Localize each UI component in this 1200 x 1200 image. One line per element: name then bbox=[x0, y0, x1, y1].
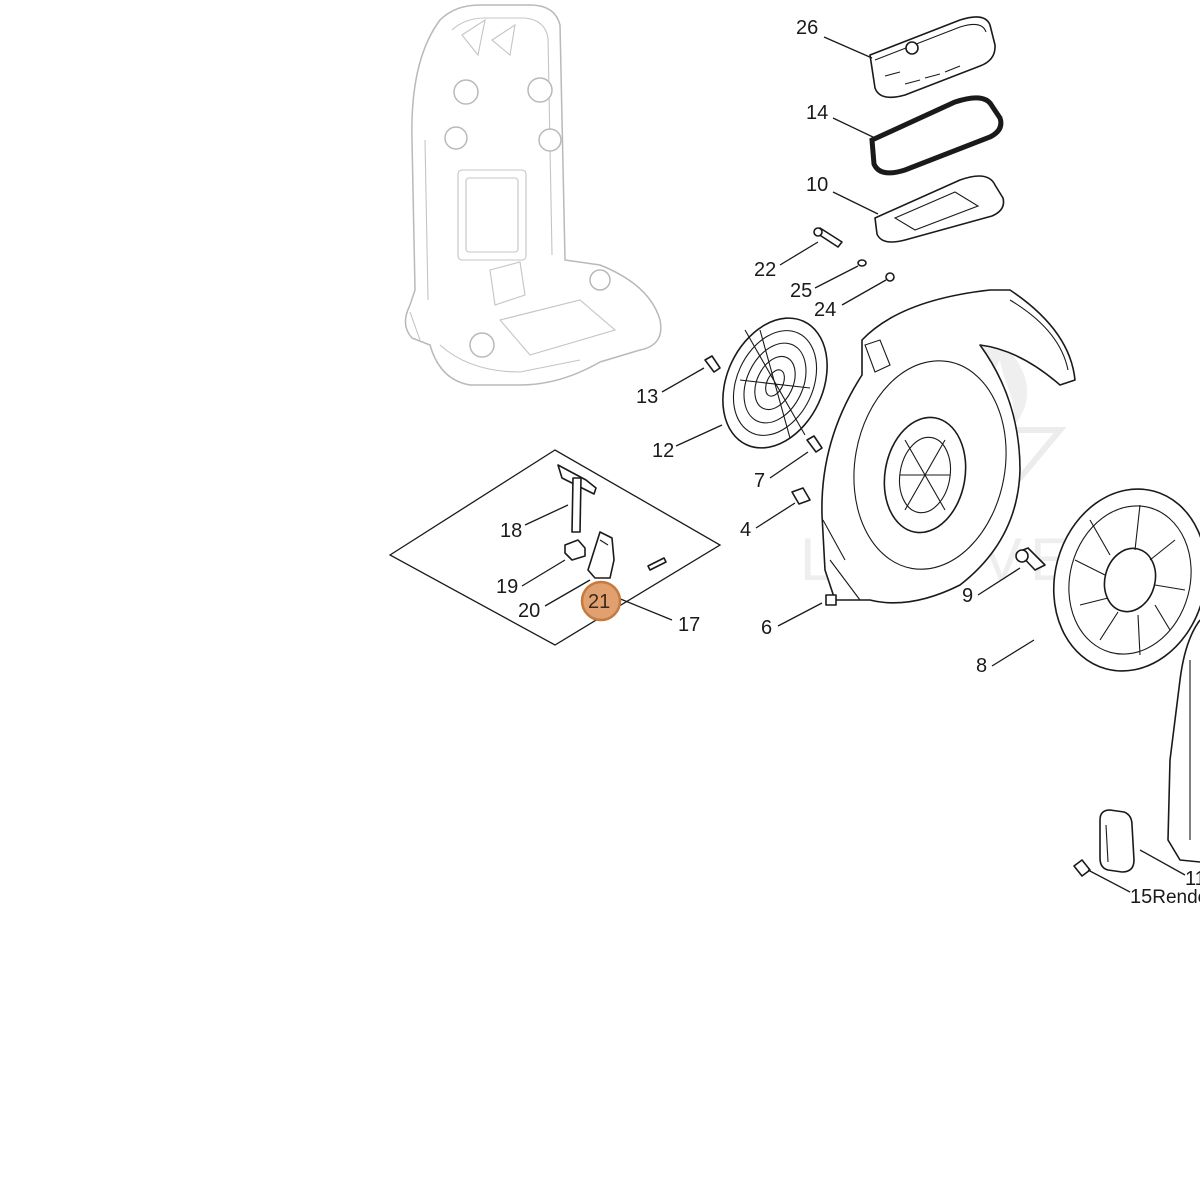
part-20-bracket bbox=[587, 531, 615, 579]
part-12-guard-grille bbox=[722, 317, 828, 449]
callout-25: 25 bbox=[790, 280, 812, 302]
part-13-screw bbox=[704, 355, 721, 373]
callout-19: 19 bbox=[496, 576, 518, 598]
part-14-gasket bbox=[869, 95, 1004, 176]
part-4-bolt bbox=[791, 487, 811, 505]
backpack-frame-drawing bbox=[404, 4, 662, 386]
part-11-cover-plate bbox=[1099, 809, 1135, 873]
part-18-pin bbox=[557, 464, 597, 533]
callout-15-suffix: Rende bbox=[1152, 887, 1200, 908]
callout-9: 9 bbox=[962, 585, 973, 607]
callout-labels: 26 14 10 22 25 24 13 12 7 4 18 19 20 17 … bbox=[496, 17, 1200, 908]
part-15-screw bbox=[1073, 859, 1091, 877]
part-7-screw bbox=[806, 435, 823, 453]
callout-21: 21 bbox=[588, 591, 610, 613]
part-25-washer bbox=[857, 259, 867, 267]
leader-lines bbox=[521, 36, 1186, 893]
callout-15: 15Rende bbox=[1130, 886, 1200, 908]
callout-20: 20 bbox=[518, 600, 540, 622]
callout-17: 17 bbox=[678, 614, 700, 636]
callout-7: 7 bbox=[754, 470, 765, 492]
part-8-impeller bbox=[1052, 488, 1200, 672]
callout-15-number: 15 bbox=[1130, 886, 1152, 908]
part-19-block bbox=[564, 539, 586, 561]
part-21-rod bbox=[647, 557, 667, 571]
callout-26: 26 bbox=[796, 17, 818, 39]
callout-22: 22 bbox=[754, 259, 776, 281]
part-22-bolt bbox=[813, 227, 843, 248]
part-24-washer bbox=[885, 272, 895, 282]
highlighted-callout-21[interactable]: 21 bbox=[580, 580, 622, 622]
highlight-marker[interactable] bbox=[580, 580, 622, 622]
callout-12: 12 bbox=[652, 440, 674, 462]
callout-13: 13 bbox=[636, 386, 658, 408]
part-9-bolt bbox=[1015, 547, 1046, 571]
part-17-kit-outline bbox=[388, 449, 722, 646]
callout-8: 8 bbox=[976, 655, 987, 677]
callout-24: 24 bbox=[814, 299, 836, 321]
callout-4: 4 bbox=[740, 519, 751, 541]
callout-6: 6 bbox=[761, 617, 772, 639]
callout-14: 14 bbox=[806, 102, 828, 124]
part-10-filter-base bbox=[874, 175, 1005, 243]
callout-18: 18 bbox=[500, 520, 522, 542]
callout-10: 10 bbox=[806, 174, 828, 196]
part-6-fan-housing bbox=[821, 289, 1076, 606]
callout-11: 11 bbox=[1185, 868, 1200, 890]
part-26-filter-cover bbox=[869, 16, 996, 99]
part-right-edge-housing bbox=[1167, 619, 1200, 863]
